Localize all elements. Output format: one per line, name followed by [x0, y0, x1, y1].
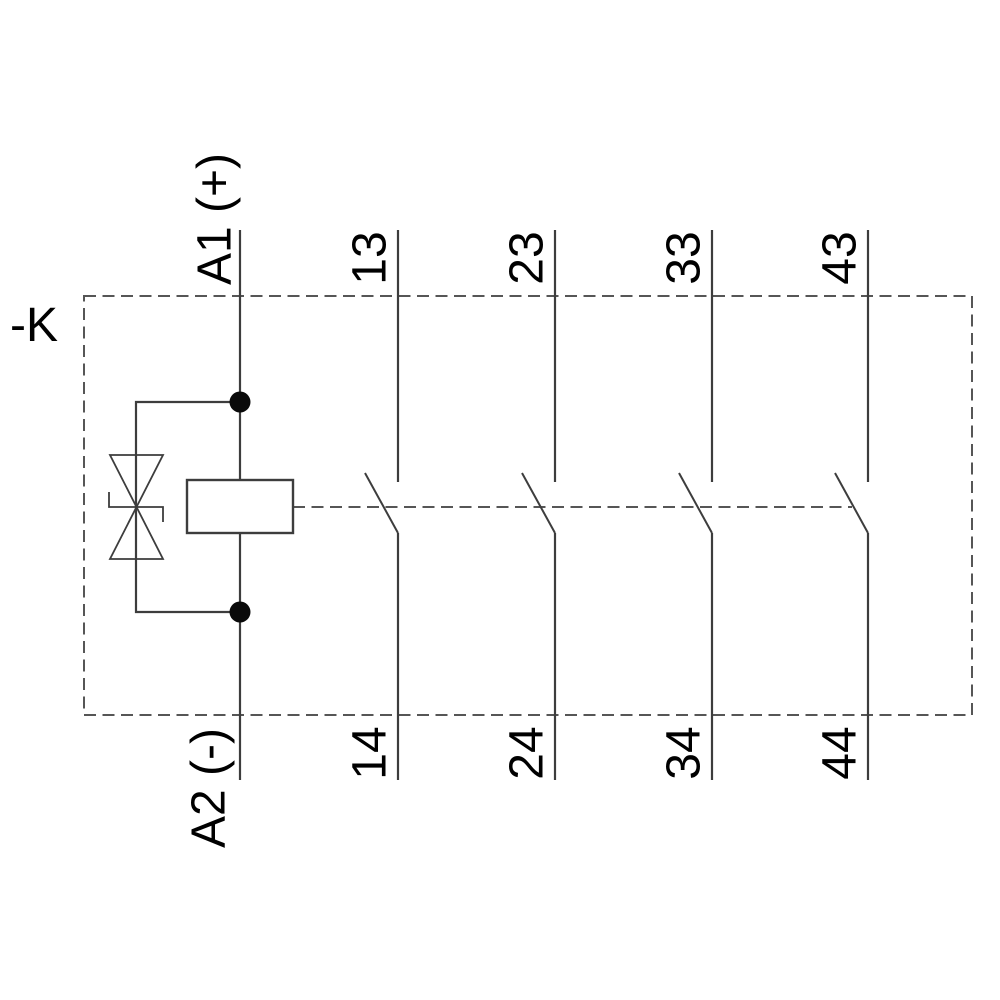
- suppressor-gate-bar: [108, 492, 164, 522]
- contact-blade: [678, 472, 713, 534]
- suppressor-diode-icon: [108, 400, 240, 614]
- junction-node-top: [229, 391, 251, 413]
- terminal-label-43: 43: [814, 231, 867, 284]
- suppressor-triangle-top: [108, 454, 165, 509]
- coil-branch: [108, 230, 295, 780]
- terminal-label-23: 23: [501, 231, 554, 284]
- contact-pole-4: [834, 230, 870, 780]
- terminal-label-a2: A2 (-): [183, 728, 236, 848]
- terminal-label-13: 13: [344, 231, 397, 284]
- coil-symbol: [185, 478, 295, 535]
- suppressor-triangle-bottom: [108, 505, 165, 560]
- terminal-label-24: 24: [501, 726, 554, 779]
- contact-pole-3: [678, 230, 714, 780]
- junction-node-bottom: [229, 601, 251, 623]
- contact-blade: [364, 472, 399, 534]
- contact-pole-1: [364, 230, 400, 780]
- terminal-label-14: 14: [344, 726, 397, 779]
- contact-blade: [834, 472, 869, 534]
- terminal-label-33: 33: [658, 231, 711, 284]
- terminal-label-34: 34: [658, 726, 711, 779]
- contact-blade: [521, 472, 556, 534]
- terminal-label-a1: A1 (+): [189, 153, 242, 285]
- device-boundary-box: [83, 295, 973, 716]
- device-label: -K: [10, 299, 58, 352]
- terminal-label-44: 44: [814, 726, 867, 779]
- contact-pole-2: [521, 230, 557, 780]
